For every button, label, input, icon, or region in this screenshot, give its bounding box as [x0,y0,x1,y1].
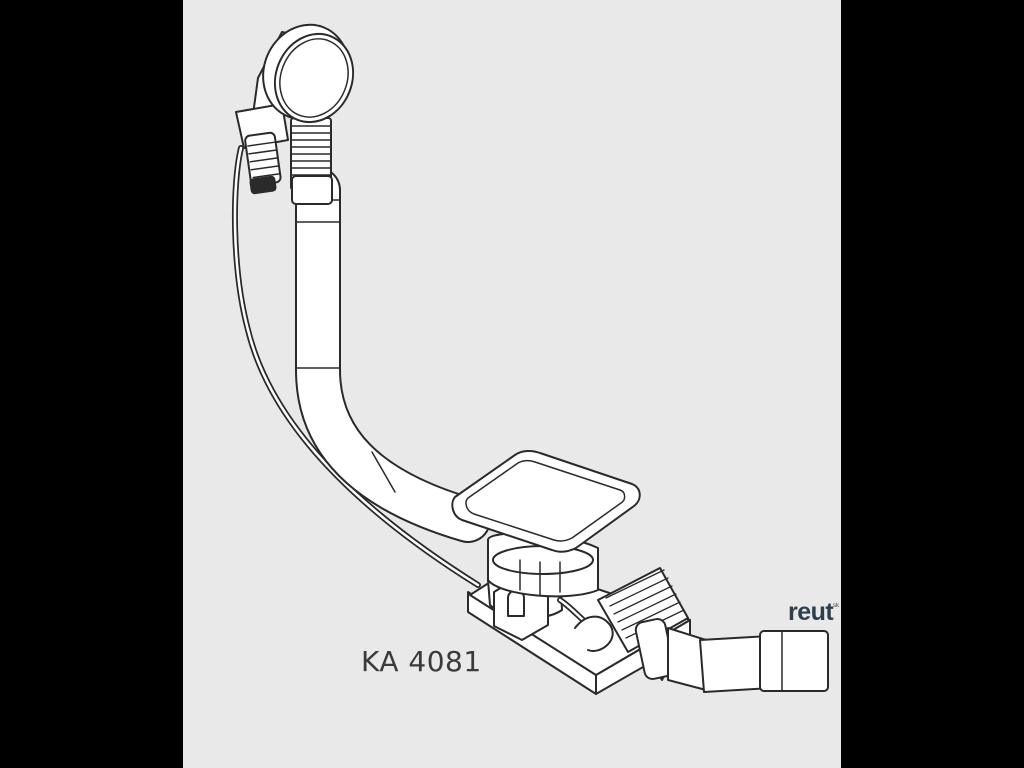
outlet-pipe [634,618,829,693]
overflow-rosette [262,23,355,124]
drain-plug [451,449,641,598]
diagram-panel: KA 4081 reut sk [183,0,841,768]
brand-logo-suffix: sk [833,603,839,609]
bath-drain-illustration [231,23,829,695]
model-code-label: KA 4081 [361,645,482,678]
control-cable [231,145,481,588]
siphon-trap [574,567,689,653]
overflow-pipe [295,167,491,543]
brand-logo: reut [788,598,834,626]
corrugated-hose [290,117,333,205]
